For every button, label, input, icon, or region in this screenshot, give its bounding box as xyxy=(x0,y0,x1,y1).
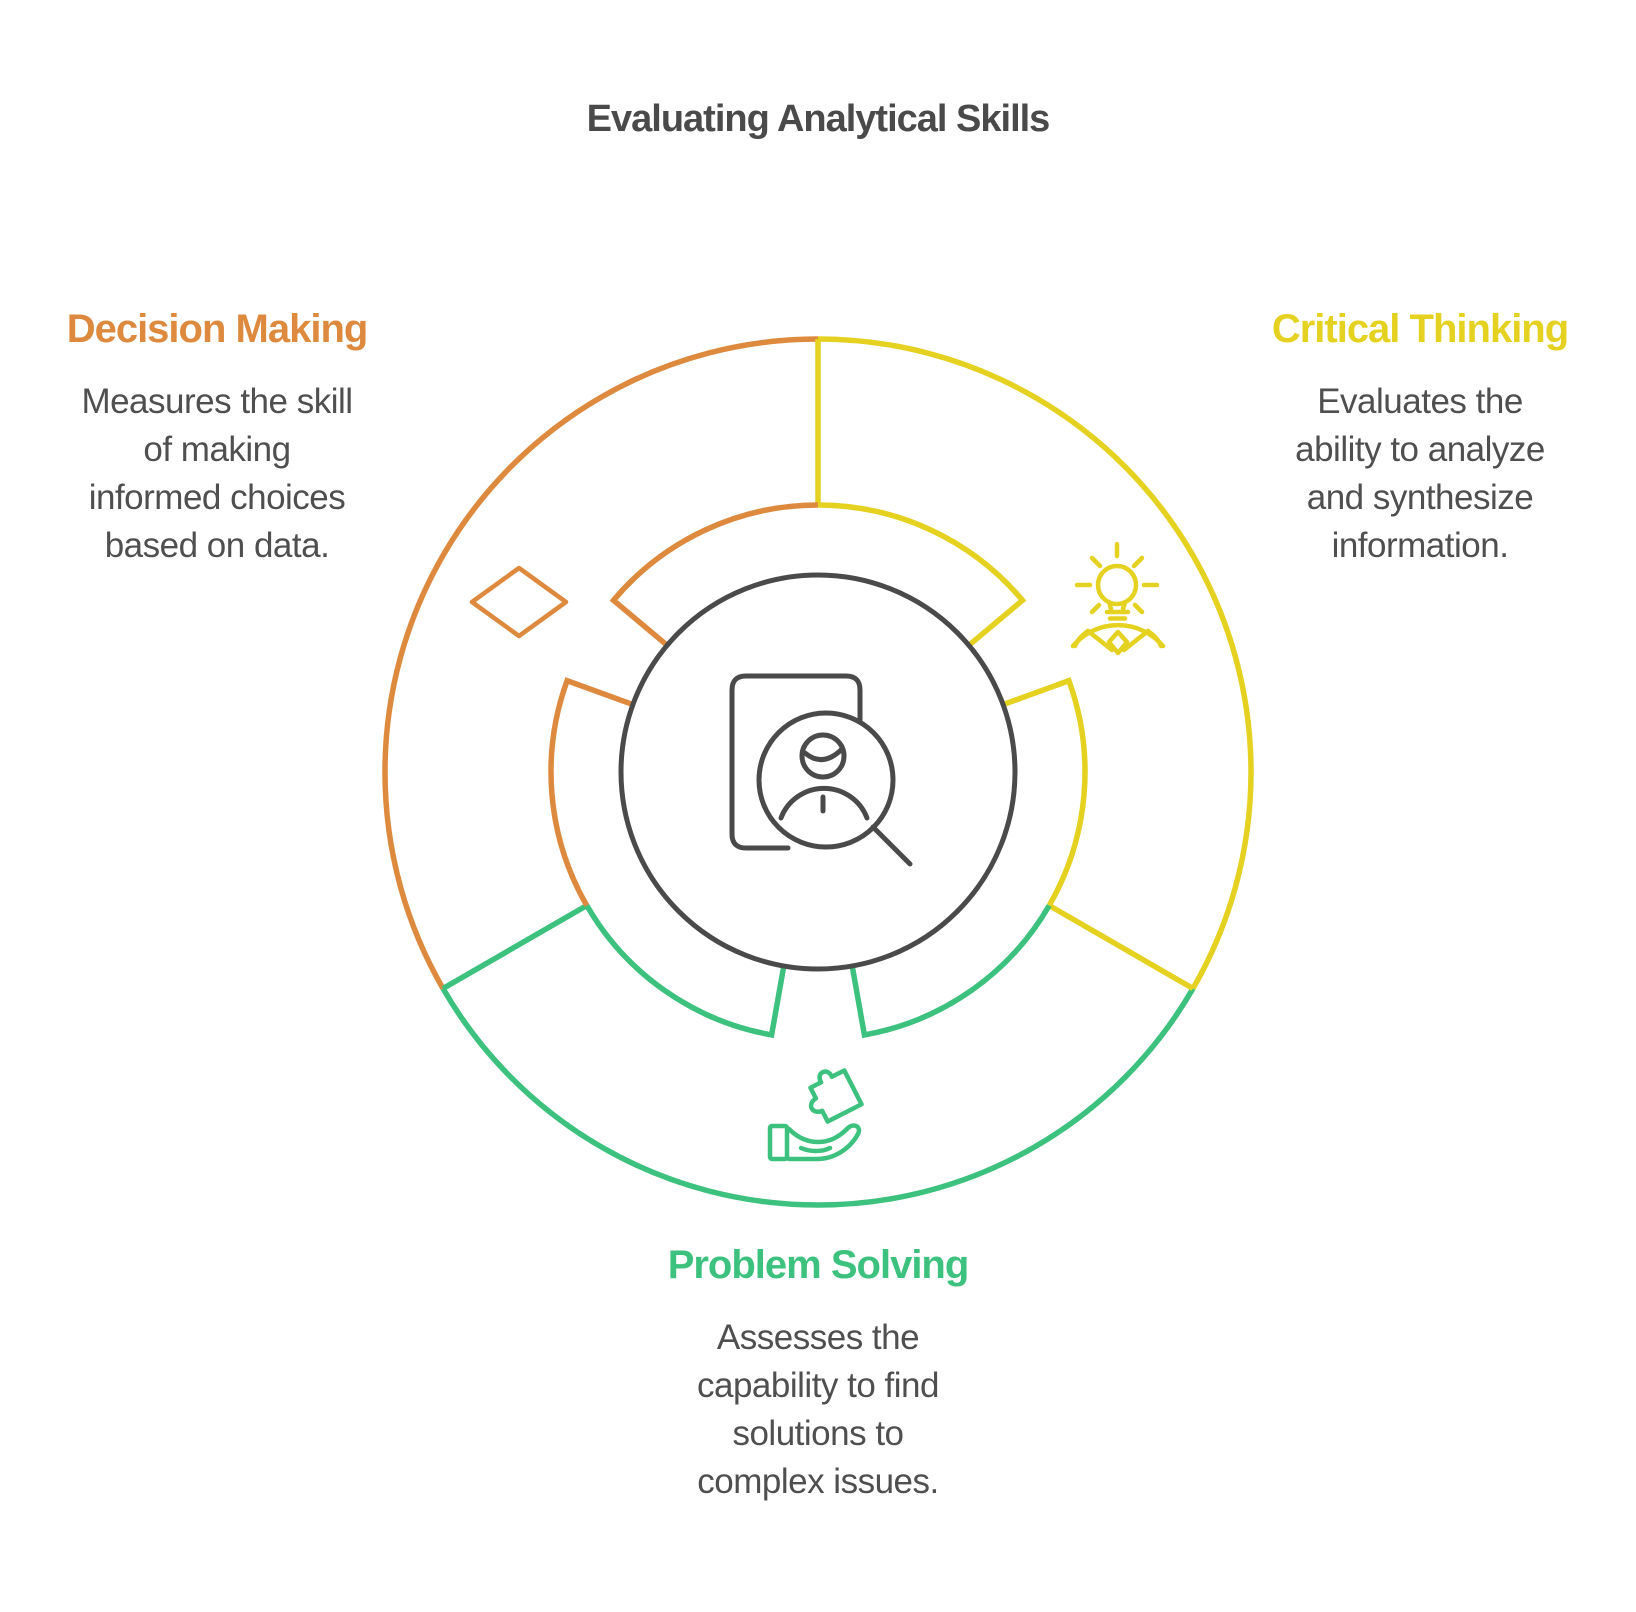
desc-line: complex issues. xyxy=(697,1462,939,1501)
desc-line: capability to find xyxy=(697,1366,939,1405)
document-person-magnifier-icon xyxy=(729,673,913,867)
center-circle xyxy=(618,572,1018,972)
divider-bottom-left xyxy=(441,903,589,991)
inner-arc-decision-making-a xyxy=(548,677,634,907)
desc-line: ability to analyze xyxy=(1295,430,1545,469)
desc-line: Evaluates the xyxy=(1317,382,1523,421)
inner-arc-critical-thinking-a xyxy=(817,502,1027,648)
section-label-problem-solving: Problem Solving xyxy=(667,1243,970,1287)
desc-line: information. xyxy=(1331,526,1509,565)
inner-arc-problem-solving-a xyxy=(849,904,1052,1039)
section-critical-thinking: Critical Thinking Evaluates the ability … xyxy=(1220,306,1620,570)
inner-arc-critical-thinking-b xyxy=(1002,677,1088,907)
desc-line: and synthesize xyxy=(1306,478,1534,517)
outer-arc-critical-thinking xyxy=(817,336,1254,990)
outer-arc-problem-solving xyxy=(440,987,1196,1208)
diamond-icon xyxy=(469,565,569,639)
segment-dividers xyxy=(441,339,1195,991)
desc-line: Assesses the xyxy=(716,1318,920,1357)
desc-line: solutions to xyxy=(732,1414,904,1453)
section-label-critical-thinking: Critical Thinking xyxy=(1271,307,1569,351)
outer-arc-decision-making xyxy=(382,336,819,990)
desc-line: of making xyxy=(143,430,291,469)
desc-line: informed choices xyxy=(88,478,346,517)
lightbulb-person-icon xyxy=(1070,541,1166,656)
puzzle-hand-icon xyxy=(767,1068,864,1162)
inner-ring xyxy=(548,502,1088,1039)
section-description-problem-solving: Assesses the capability to find solution… xyxy=(618,1314,1018,1506)
section-description-decision-making: Measures the skill of making informed ch… xyxy=(17,378,417,570)
divider-bottom-right xyxy=(1047,903,1195,991)
inner-arc-problem-solving-b xyxy=(584,904,787,1039)
section-label-decision-making: Decision Making xyxy=(66,307,369,351)
desc-line: based on data. xyxy=(104,526,330,565)
page-title: Evaluating Analytical Skills xyxy=(586,98,1051,140)
section-decision-making: Decision Making Measures the skill of ma… xyxy=(17,306,417,570)
outer-ring xyxy=(382,336,1254,1208)
inner-arc-decision-making-b xyxy=(609,502,819,648)
desc-line: Measures the skill xyxy=(81,382,353,421)
section-description-critical-thinking: Evaluates the ability to analyze and syn… xyxy=(1220,378,1620,570)
section-problem-solving: Problem Solving Assesses the capability … xyxy=(618,1242,1018,1506)
